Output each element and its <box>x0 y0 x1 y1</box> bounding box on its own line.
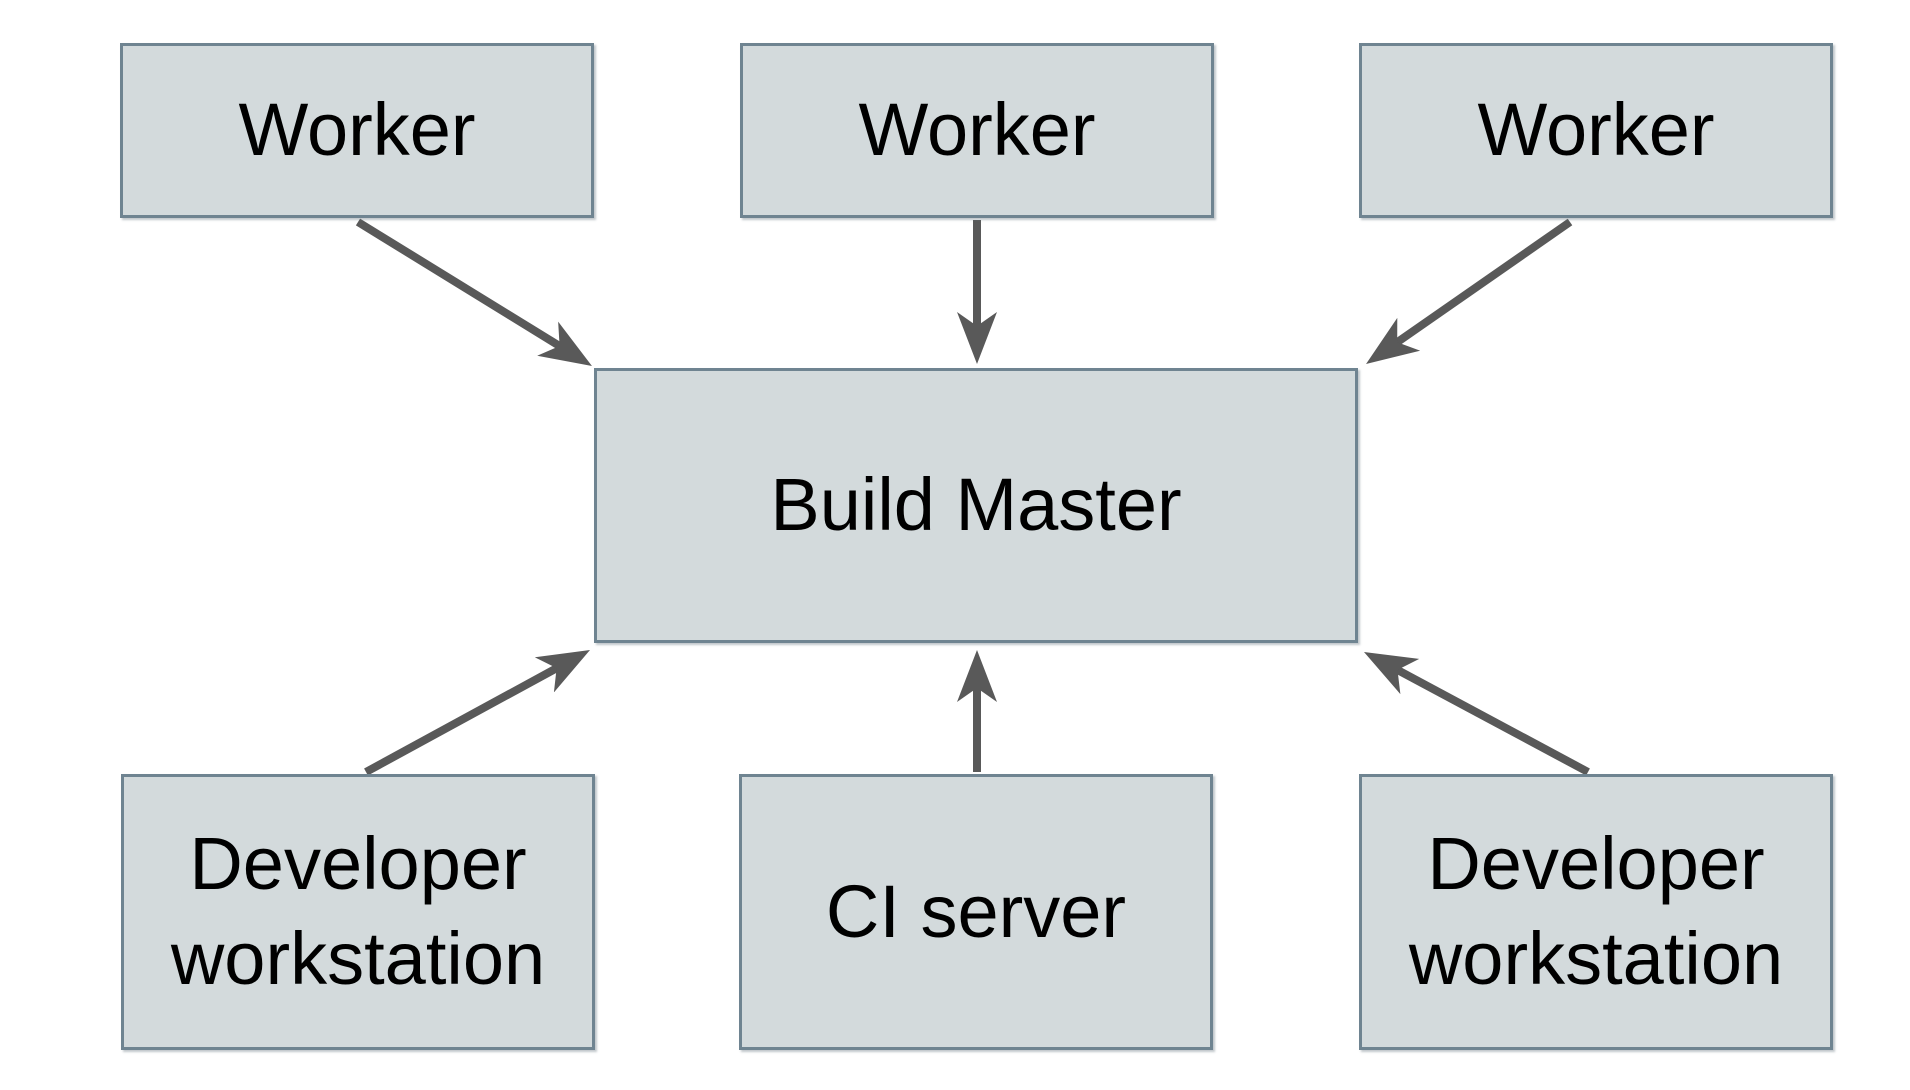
node-ci-server-label: CI server <box>825 869 1127 953</box>
node-developer-workstation-left-label: Developer workstation <box>170 822 546 1000</box>
node-worker-2-label: Worker <box>858 88 1096 172</box>
node-worker-3-label: Worker <box>1477 88 1715 172</box>
arrow-worker1-to-buildmaster <box>355 218 592 366</box>
arrow-devleft-to-buildmaster <box>364 649 591 776</box>
node-build-master-label: Build Master <box>770 463 1182 547</box>
arrow-worker3-to-buildmaster <box>1366 218 1573 364</box>
node-worker-2: Worker <box>740 43 1214 218</box>
node-developer-workstation-right: Developer workstation <box>1359 774 1833 1050</box>
node-worker-3: Worker <box>1359 43 1833 218</box>
node-developer-workstation-left: Developer workstation <box>121 774 595 1050</box>
node-build-master: Build Master <box>594 368 1358 643</box>
node-developer-workstation-right-label: Developer workstation <box>1408 822 1784 1000</box>
node-worker-1-label: Worker <box>238 88 476 172</box>
node-ci-server: CI server <box>739 774 1213 1050</box>
arrow-devright-to-buildmaster <box>1363 651 1590 776</box>
node-worker-1: Worker <box>120 43 594 218</box>
